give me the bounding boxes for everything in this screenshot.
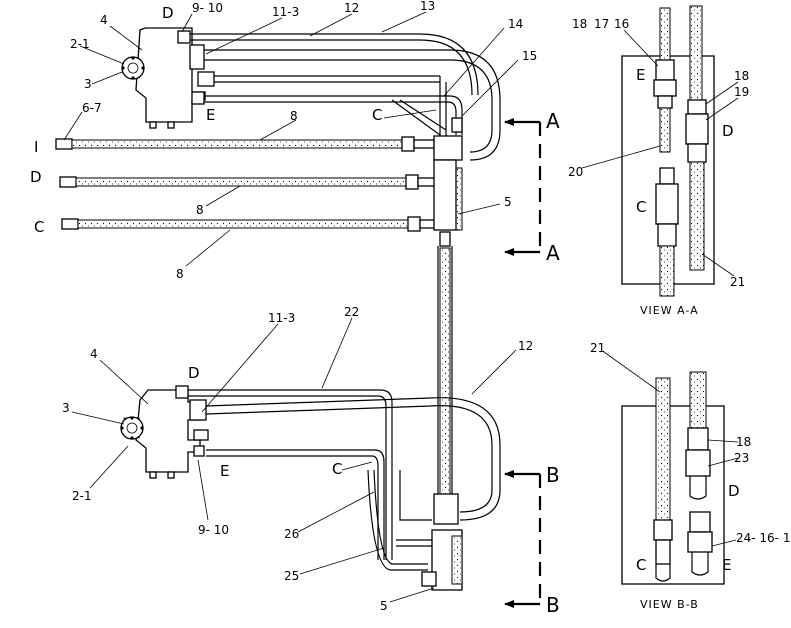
callout-label: 11-3 <box>268 311 295 325</box>
callout-label: 18 <box>736 435 751 449</box>
view-a-a-detail <box>621 5 715 297</box>
callout-label: C <box>332 460 342 478</box>
callout-label: 26 <box>284 527 299 541</box>
section-marker: A <box>546 109 560 133</box>
section-marker: A <box>546 241 560 265</box>
section-marker: B <box>546 593 560 617</box>
callout-label: 6-7 <box>82 101 102 115</box>
callout-label: 5 <box>504 195 512 209</box>
callout-label: E <box>722 556 731 574</box>
callout-label: C <box>636 556 646 574</box>
view-captions: VIEW A-A VIEW B-B <box>640 304 699 611</box>
callout-label: 3 <box>62 401 70 415</box>
callout-label: 22 <box>344 305 359 319</box>
callout-label: 25 <box>284 569 299 583</box>
callout-label: C <box>636 198 646 216</box>
view-b-b-detail <box>621 371 725 585</box>
callout-label: 8 <box>290 109 298 123</box>
callout-label: I <box>34 138 38 156</box>
callout-label: 5 <box>380 599 388 613</box>
callout-label: 8 <box>176 267 184 281</box>
callout-label: D <box>722 122 734 140</box>
callout-label: 18 <box>572 17 587 31</box>
callout-label: 18 <box>734 69 749 83</box>
callout-label: D <box>162 4 174 22</box>
manifold-5 <box>433 135 463 500</box>
section-marker-labels: A A B B <box>546 109 560 617</box>
callout-labels: 4 D 9- 10 11-3 12 13 14 15 2-1 3 E C 6-7… <box>30 0 791 613</box>
view-caption: VIEW A-A <box>640 304 699 317</box>
upper-hose-routing <box>190 33 501 161</box>
callout-label: 11-3 <box>272 5 299 19</box>
callout-label: 12 <box>518 339 533 353</box>
leader-lines <box>63 11 739 603</box>
callout-label: C <box>34 218 44 236</box>
callout-label: 4 <box>90 347 98 361</box>
callout-label: 2-1 <box>72 489 92 503</box>
callout-label: 9- 10 <box>198 523 229 537</box>
callout-label: 8 <box>196 203 204 217</box>
callout-label: 21 <box>730 275 745 289</box>
callout-label: 9- 10 <box>192 1 223 15</box>
callout-label: E <box>206 106 215 124</box>
callout-label: 16 <box>614 17 629 31</box>
callout-label: 2-1 <box>70 37 90 51</box>
callout-label: 21 <box>590 341 605 355</box>
callout-label: 17 <box>594 17 609 31</box>
callout-label: 12 <box>344 1 359 15</box>
callout-label: 3 <box>84 77 92 91</box>
callout-label: E <box>636 66 645 84</box>
callout-label: 13 <box>420 0 435 13</box>
lower-valve-assembly <box>120 385 209 479</box>
callout-label: D <box>30 168 42 186</box>
callout-label: 24- 16- 18 <box>736 531 791 545</box>
callout-label: 14 <box>508 17 523 31</box>
callout-label: 19 <box>734 85 749 99</box>
callout-label: 4 <box>100 13 108 27</box>
view-caption: VIEW B-B <box>640 598 699 611</box>
callout-label: E <box>220 462 229 480</box>
callout-label: D <box>728 482 740 500</box>
callout-label: 20 <box>568 165 583 179</box>
callout-label: D <box>188 364 200 382</box>
lower-hose-routing <box>188 389 501 591</box>
upper-valve-assembly <box>121 27 215 129</box>
callout-label: 15 <box>522 49 537 63</box>
hose-8-set <box>55 136 437 232</box>
section-marker: B <box>546 463 560 487</box>
section-cut-lines <box>504 118 542 608</box>
callout-label: 23 <box>734 451 749 465</box>
callout-label: C <box>372 106 382 124</box>
